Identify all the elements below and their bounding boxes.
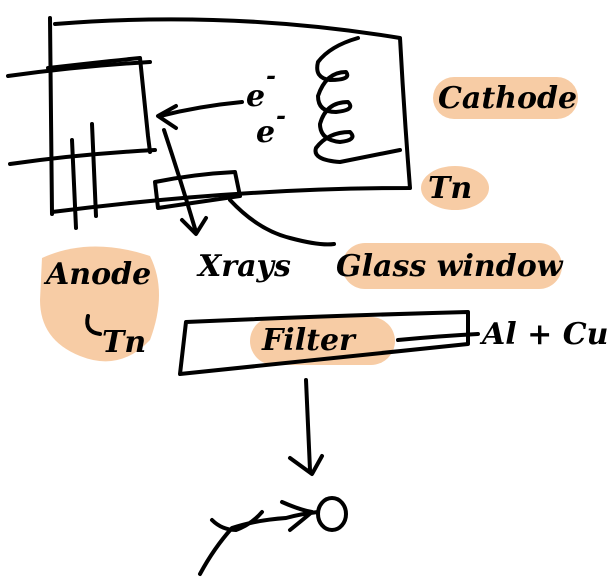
tube-top-lead — [6, 60, 152, 78]
patient-figure — [198, 500, 320, 576]
cathode-material-label: Tn — [428, 171, 472, 206]
filter-material-pointer — [396, 332, 480, 342]
glass-window — [153, 170, 242, 210]
anode-target — [46, 56, 152, 154]
anode-label: Anode — [43, 257, 151, 292]
cathode-label: Cathode — [438, 81, 577, 116]
electron-label-2: e — [256, 115, 275, 150]
xray-arrow — [162, 128, 208, 236]
tube-left-wall — [48, 16, 54, 216]
anode-material-label: Tn — [102, 325, 146, 360]
electron-beam-arrow — [156, 100, 244, 130]
anode-stem-2 — [90, 122, 98, 218]
glass-window-highlight — [342, 243, 562, 289]
cathode-highlight — [433, 77, 578, 119]
glass-window-label: Glass window — [336, 249, 564, 284]
down-arrow — [288, 378, 324, 476]
tube-bottom-lead — [8, 148, 157, 166]
cathode-coil — [313, 36, 402, 164]
xrays-label: Xrays — [196, 249, 291, 284]
anode-highlight — [40, 246, 159, 362]
filter-highlight — [250, 317, 395, 365]
filter-box — [178, 310, 470, 376]
filter-material-label: Al + Cu — [479, 317, 608, 352]
cathode-material-highlight — [421, 166, 489, 210]
patient-head — [316, 496, 348, 532]
tube-outline — [50, 17, 412, 214]
electron-label-1: e — [246, 79, 265, 114]
electron-superscript-1: - — [266, 61, 276, 90]
filter-label: Filter — [261, 323, 357, 358]
anode-stem-1 — [70, 138, 78, 230]
anode-material-hook — [85, 314, 102, 336]
electron-superscript-2: - — [276, 101, 286, 130]
glass-window-pointer — [228, 198, 336, 247]
